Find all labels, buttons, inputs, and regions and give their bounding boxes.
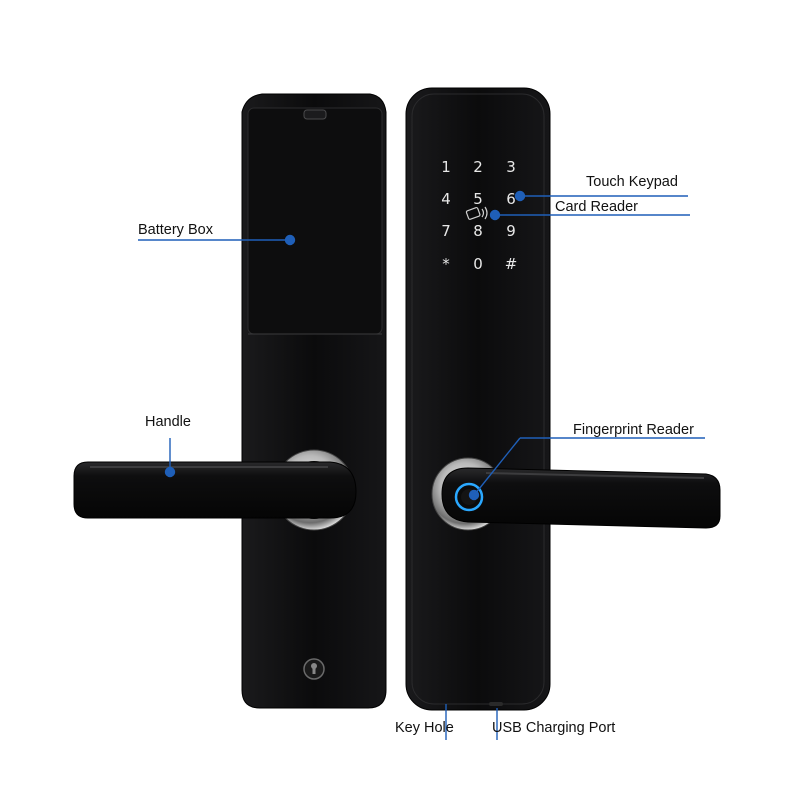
battery-box-label: Battery Box [138, 222, 213, 238]
card-reader-label: Card Reader [555, 199, 639, 215]
fingerprint-reader-label: Fingerprint Reader [573, 422, 694, 438]
key-hole-label: Key Hole [395, 720, 454, 736]
usb-charging-port-label: USB Charging Port [492, 720, 616, 736]
key-star[interactable]: * [442, 255, 450, 273]
key-0[interactable]: 0 [473, 255, 483, 273]
key-1[interactable]: 1 [441, 158, 451, 176]
key-3[interactable]: 3 [506, 158, 516, 176]
key-8[interactable]: 8 [473, 222, 483, 240]
callout-lines [138, 190, 705, 740]
usb-charging-port[interactable] [489, 702, 503, 706]
key-2[interactable]: 2 [473, 158, 483, 176]
key-4[interactable]: 4 [441, 190, 451, 208]
key-hole[interactable] [303, 658, 325, 680]
card-reader-icon [465, 206, 488, 220]
inside-panel [241, 93, 387, 709]
battery-box[interactable] [247, 107, 383, 335]
handle-label: Handle [145, 414, 191, 430]
touch-keypad-label: Touch Keypad [586, 174, 678, 190]
outside-panel [405, 87, 551, 711]
battery-cover-latch[interactable] [303, 109, 327, 120]
key-9[interactable]: 9 [506, 222, 516, 240]
key-5[interactable]: 5 [473, 190, 483, 208]
key-6[interactable]: 6 [506, 190, 516, 208]
key-hash[interactable]: # [504, 255, 518, 273]
handle[interactable] [73, 449, 357, 531]
key-7[interactable]: 7 [441, 222, 451, 240]
fingerprint-reader[interactable] [454, 482, 484, 512]
